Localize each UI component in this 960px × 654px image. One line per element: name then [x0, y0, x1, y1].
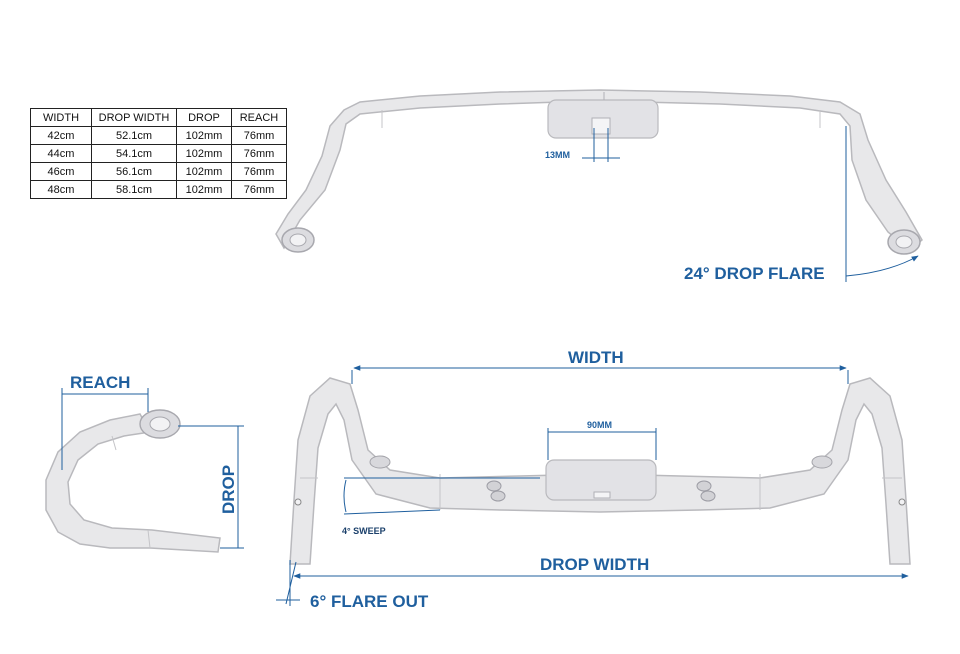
dimension-drop-flare: 24° DROP FLARE [684, 126, 919, 283]
dimension-sweep: 4° SWEEP [342, 477, 540, 536]
label-drop: DROP [219, 465, 238, 514]
front-view-handlebar [289, 377, 911, 565]
right-bar-bolt-icon [898, 498, 906, 506]
cell-reach: 76mm [231, 180, 287, 199]
side-drop-shape [45, 413, 221, 553]
cell-drop: 102mm [176, 180, 232, 199]
cell-width: 48cm [30, 180, 92, 199]
right-grip-texture [811, 455, 833, 469]
label-13mm: 13MM [545, 150, 570, 160]
label-width: WIDTH [568, 348, 624, 367]
top-view-handlebar [275, 89, 923, 255]
front-bar-center-clamp [545, 459, 657, 501]
cell-reach: 76mm [231, 162, 287, 181]
label-reach: REACH [70, 373, 130, 392]
dimension-drop: DROP [178, 425, 244, 549]
label-90mm: 90MM [587, 420, 612, 430]
table-row: 48cm 58.1cm 102mm 76mm [30, 180, 287, 199]
cell-width: 46cm [30, 162, 92, 181]
left-cable-port-icon [486, 480, 506, 502]
side-view-handlebar [45, 409, 221, 553]
spec-table: WIDTH DROP WIDTH DROP REACH 42cm 52.1cm … [30, 108, 287, 199]
cell-width: 42cm [30, 126, 92, 145]
right-cable-port-icon [696, 480, 716, 502]
dimension-reach: REACH [61, 373, 149, 470]
label-sweep: 4° SWEEP [342, 526, 386, 536]
label-flare-out: 6° FLARE OUT [310, 592, 429, 611]
dimension-drop-width: DROP WIDTH [293, 555, 909, 579]
label-drop-width: DROP WIDTH [540, 555, 649, 574]
left-grip-texture [369, 455, 391, 469]
table-row: 44cm 54.1cm 102mm 76mm [30, 144, 287, 163]
table-row: 46cm 56.1cm 102mm 76mm [30, 162, 287, 181]
spec-table-header-row: WIDTH DROP WIDTH DROP REACH [30, 108, 287, 127]
top-bar-shape [275, 89, 923, 251]
dimension-13mm: 13MM [545, 128, 620, 162]
dimension-90mm: 90MM [547, 420, 657, 460]
label-drop-flare: 24° DROP FLARE [684, 264, 825, 283]
dimension-width: WIDTH [351, 348, 849, 384]
left-bar-bolt-icon [294, 498, 302, 506]
dimension-flare-out: 6° FLARE OUT [276, 560, 429, 611]
cell-drop-width: 58.1cm [91, 180, 177, 199]
